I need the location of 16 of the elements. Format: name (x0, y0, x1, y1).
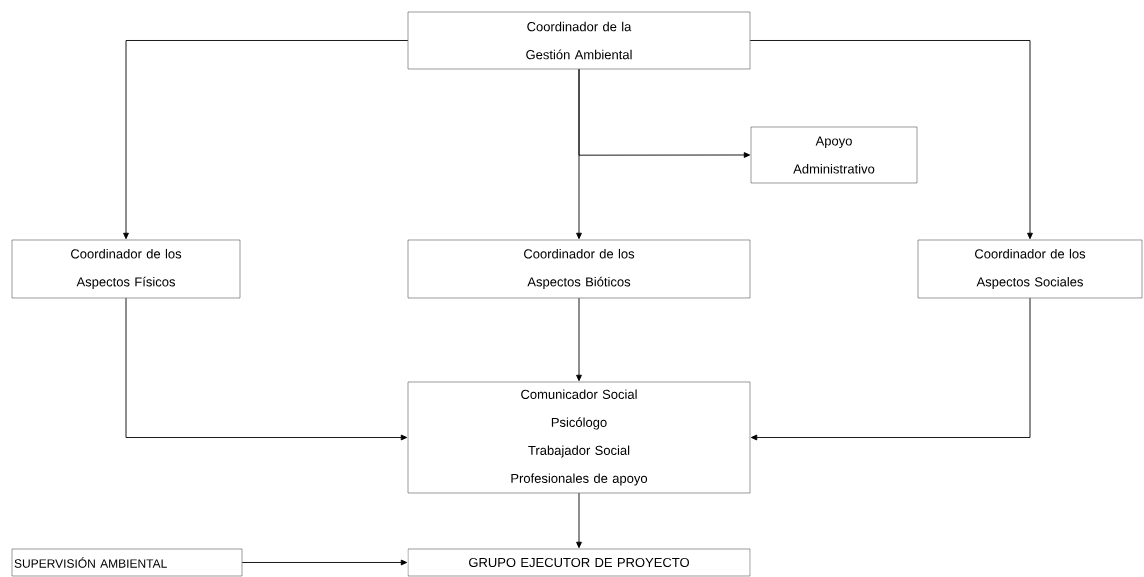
arrow (576, 492, 582, 549)
process-box: Coordinador de los Aspectos Bióticos (407, 239, 751, 299)
process-box: GRUPO EJECUTOR DE PROYECTO (407, 548, 751, 577)
process-box: Apoyo Administrativo (750, 126, 918, 184)
arrow (125, 297, 408, 441)
label-box: SUPERVISIÓN AMBIENTAL (11, 548, 243, 577)
process-box: Coordinador de los Aspectos Físicos (11, 239, 241, 299)
arrow (123, 40, 409, 240)
process-box: Coordinador de la Gestión Ambiental (407, 11, 751, 70)
process-box: Comunicador Social Psicólogo Trabajador Social Profesionales de apoyo (407, 381, 751, 494)
arrow (578, 68, 751, 158)
arrow (241, 559, 408, 566)
arrow (750, 297, 1031, 441)
arrow (749, 40, 1033, 240)
arrow (576, 297, 582, 382)
process-box: Coordinador de los Aspectos Sociales (917, 239, 1143, 299)
